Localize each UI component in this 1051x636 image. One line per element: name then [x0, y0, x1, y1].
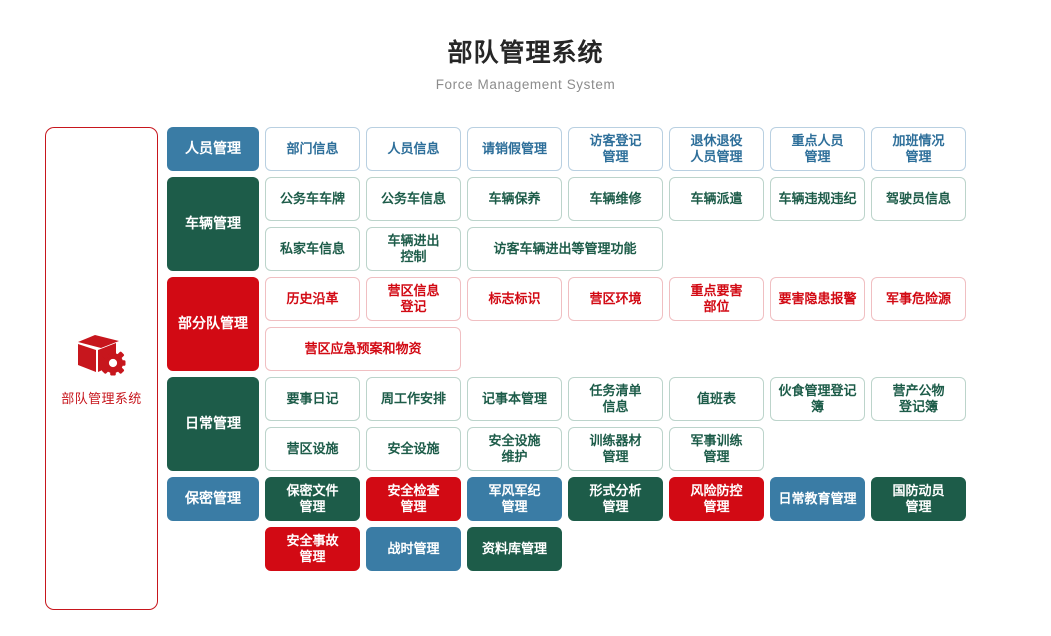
module-tile[interactable]: 车辆进出控制: [366, 227, 461, 271]
category-tile-stack: 保密文件管理安全检查管理军风军纪管理形式分析管理风险防控管理日常教育管理国防动员…: [265, 477, 1051, 571]
module-tile[interactable]: 历史沿革: [265, 277, 360, 321]
category-button[interactable]: 人员管理: [167, 127, 259, 171]
module-tile[interactable]: 退休退役人员管理: [669, 127, 764, 171]
module-tile[interactable]: 车辆保养: [467, 177, 562, 221]
module-tile[interactable]: 保密文件管理: [265, 477, 360, 521]
module-tile[interactable]: 部门信息: [265, 127, 360, 171]
module-tile[interactable]: 访客登记管理: [568, 127, 663, 171]
module-tile[interactable]: 公务车车牌: [265, 177, 360, 221]
tile-line: 安全事故管理战时管理资料库管理: [265, 527, 1051, 571]
module-row: 人员管理部门信息人员信息请销假管理访客登记管理退休退役人员管理重点人员管理加班情…: [167, 127, 1051, 171]
page-title: 部队管理系统: [447, 39, 604, 67]
module-tile[interactable]: 要害隐患报警: [770, 277, 865, 321]
page-header: 部队管理系统 Force Management System: [0, 0, 1051, 92]
tile-line: 营区应急预案和物资: [265, 327, 1051, 371]
tile-line: 私家车信息车辆进出控制访客车辆进出等管理功能: [265, 227, 1051, 271]
module-tile[interactable]: 标志标识: [467, 277, 562, 321]
module-tile[interactable]: 车辆维修: [568, 177, 663, 221]
module-tile[interactable]: 公务车信息: [366, 177, 461, 221]
module-tile[interactable]: 日常教育管理: [770, 477, 865, 521]
category-tile-stack: 部门信息人员信息请销假管理访客登记管理退休退役人员管理重点人员管理加班情况管理: [265, 127, 1051, 171]
tile-line: 营区设施安全设施安全设施维护训练器材管理军事训练管理: [265, 427, 1051, 471]
module-tile[interactable]: 人员信息: [366, 127, 461, 171]
module-row: 保密管理保密文件管理安全检查管理军风军纪管理形式分析管理风险防控管理日常教育管理…: [167, 477, 1051, 571]
module-tile[interactable]: 军事危险源: [871, 277, 966, 321]
category-tile-stack: 历史沿革营区信息登记标志标识营区环境重点要害部位要害隐患报警军事危险源营区应急预…: [265, 277, 1051, 371]
tile-line: 要事日记周工作安排记事本管理任务清单信息值班表伙食管理登记簿营产公物登记簿: [265, 377, 1051, 421]
tile-line: 保密文件管理安全检查管理军风军纪管理形式分析管理风险防控管理日常教育管理国防动员…: [265, 477, 1051, 521]
module-tile[interactable]: 任务清单信息: [568, 377, 663, 421]
module-tile[interactable]: 战时管理: [366, 527, 461, 571]
module-tile[interactable]: 重点要害部位: [669, 277, 764, 321]
module-tile[interactable]: 营区环境: [568, 277, 663, 321]
module-tile[interactable]: 私家车信息: [265, 227, 360, 271]
module-row: 车辆管理公务车车牌公务车信息车辆保养车辆维修车辆派遣车辆违规违纪驾驶员信息私家车…: [167, 177, 1051, 271]
module-tile[interactable]: 资料库管理: [467, 527, 562, 571]
sidebar-system-label: 部队管理系统: [61, 390, 142, 406]
module-tile[interactable]: 训练器材管理: [568, 427, 663, 471]
category-button[interactable]: 保密管理: [167, 477, 259, 521]
module-tile[interactable]: 要事日记: [265, 377, 360, 421]
module-rows: 人员管理部门信息人员信息请销假管理访客登记管理退休退役人员管理重点人员管理加班情…: [167, 127, 1051, 577]
category-button[interactable]: 车辆管理: [167, 177, 259, 271]
module-tile[interactable]: 伙食管理登记簿: [770, 377, 865, 421]
category-button[interactable]: 部分队管理: [167, 277, 259, 371]
module-row: 部分队管理历史沿革营区信息登记标志标识营区环境重点要害部位要害隐患报警军事危险源…: [167, 277, 1051, 371]
category-tile-stack: 要事日记周工作安排记事本管理任务清单信息值班表伙食管理登记簿营产公物登记簿营区设…: [265, 377, 1051, 471]
module-tile[interactable]: 加班情况管理: [871, 127, 966, 171]
module-tile[interactable]: 军风军纪管理: [467, 477, 562, 521]
module-tile[interactable]: 国防动员管理: [871, 477, 966, 521]
module-tile[interactable]: 重点人员管理: [770, 127, 865, 171]
tile-line: 历史沿革营区信息登记标志标识营区环境重点要害部位要害隐患报警军事危险源: [265, 277, 1051, 321]
module-tile[interactable]: 风险防控管理: [669, 477, 764, 521]
module-tile[interactable]: 营区设施: [265, 427, 360, 471]
module-tile[interactable]: 周工作安排: [366, 377, 461, 421]
module-tile[interactable]: 营产公物登记簿: [871, 377, 966, 421]
module-tile[interactable]: 驾驶员信息: [871, 177, 966, 221]
tile-line: 公务车车牌公务车信息车辆保养车辆维修车辆派遣车辆违规违纪驾驶员信息: [265, 177, 1051, 221]
module-tile[interactable]: 形式分析管理: [568, 477, 663, 521]
module-tile[interactable]: 营区应急预案和物资: [265, 327, 461, 371]
page-subtitle: Force Management System: [435, 77, 616, 92]
sidebar-system-card[interactable]: 部队管理系统: [45, 127, 158, 610]
module-tile[interactable]: 车辆派遣: [669, 177, 764, 221]
module-tile[interactable]: 访客车辆进出等管理功能: [467, 227, 663, 271]
module-tile[interactable]: 值班表: [669, 377, 764, 421]
module-tile[interactable]: 安全事故管理: [265, 527, 360, 571]
category-button[interactable]: 日常管理: [167, 377, 259, 471]
tile-line: 部门信息人员信息请销假管理访客登记管理退休退役人员管理重点人员管理加班情况管理: [265, 127, 1051, 171]
module-tile[interactable]: 安全检查管理: [366, 477, 461, 521]
module-tile[interactable]: 记事本管理: [467, 377, 562, 421]
category-tile-stack: 公务车车牌公务车信息车辆保养车辆维修车辆派遣车辆违规违纪驾驶员信息私家车信息车辆…: [265, 177, 1051, 271]
box-gear-icon: [75, 331, 129, 379]
module-tile[interactable]: 安全设施维护: [467, 427, 562, 471]
module-tile[interactable]: 军事训练管理: [669, 427, 764, 471]
module-tile[interactable]: 安全设施: [366, 427, 461, 471]
module-tile[interactable]: 车辆违规违纪: [770, 177, 865, 221]
module-tile[interactable]: 营区信息登记: [366, 277, 461, 321]
module-row: 日常管理要事日记周工作安排记事本管理任务清单信息值班表伙食管理登记簿营产公物登记…: [167, 377, 1051, 471]
system-module-board: 部队管理系统 人员管理部门信息人员信息请销假管理访客登记管理退休退役人员管理重点…: [0, 127, 1051, 610]
module-tile[interactable]: 请销假管理: [467, 127, 562, 171]
